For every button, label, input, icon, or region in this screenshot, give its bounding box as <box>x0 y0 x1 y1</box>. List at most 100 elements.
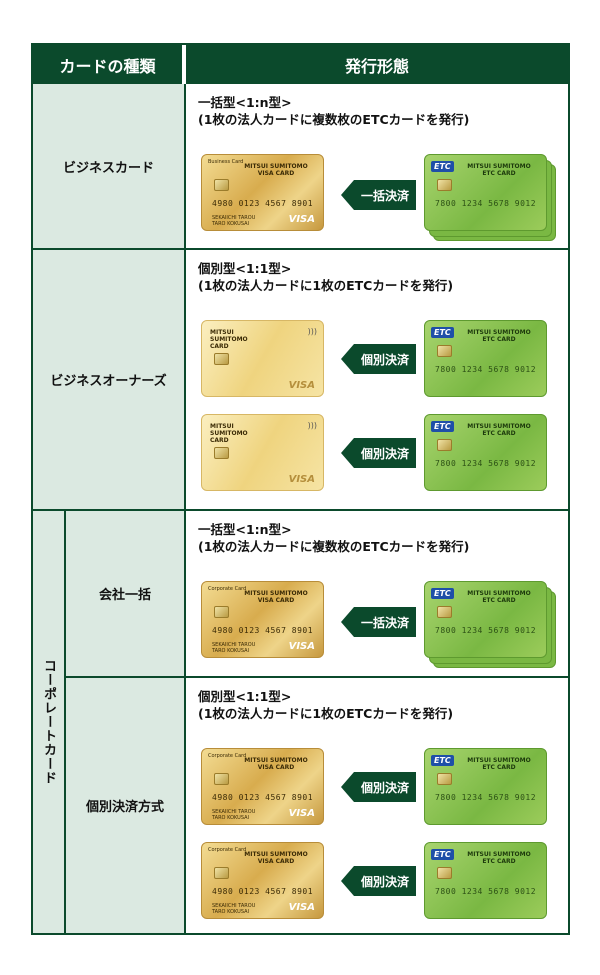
etc-logo: ETC <box>431 421 454 432</box>
row-label-corp-indiv: 個別決済方式 <box>66 678 184 933</box>
contactless-icon: ))) <box>307 421 317 430</box>
owners-type-line: 個別型<1:1型> <box>198 261 292 276</box>
row-label-owners: ビジネスオーナーズ <box>33 250 184 509</box>
card-number: 4980 0123 4567 8901 <box>212 626 314 635</box>
row-divider-3 <box>66 676 568 678</box>
corp-indiv-description: 個別型<1:1型> (1枚の法人カードに1枚のETCカードを発行) <box>198 688 453 722</box>
row-divider-2 <box>33 509 568 511</box>
etc-number: 7800 1234 5678 9012 <box>435 365 537 374</box>
corp-indiv-detail-line: (1枚の法人カードに1枚のETCカードを発行) <box>198 706 454 721</box>
etc-number: 7800 1234 5678 9012 <box>435 459 537 468</box>
business-type-line: 一括型<1:n型> <box>198 95 292 110</box>
chip-icon <box>214 353 229 365</box>
row-corp-indiv-content: 個別型<1:1型> (1枚の法人カードに1枚のETCカードを発行) Corpor… <box>186 678 568 933</box>
arrow-left-icon <box>341 344 354 374</box>
chip-icon <box>437 773 452 785</box>
arrow-left-icon <box>341 772 354 802</box>
arrow-left-icon <box>341 180 354 210</box>
row-label-business: ビジネスカード <box>33 84 184 248</box>
etc-number: 7800 1234 5678 9012 <box>435 626 537 635</box>
owners-description: 個別型<1:1型> (1枚の法人カードに1枚のETCカードを発行) <box>198 260 453 294</box>
etc-number: 7800 1234 5678 9012 <box>435 793 537 802</box>
sub-column-divider <box>64 511 66 933</box>
etc-logo: ETC <box>431 161 454 172</box>
arrow-label: 個別決済 <box>354 438 416 468</box>
individual-arrow-1: 個別決済 <box>341 772 416 802</box>
etc-number: 7800 1234 5678 9012 <box>435 887 537 896</box>
arrow-label: 個別決済 <box>354 772 416 802</box>
card-tag: Business Card <box>208 159 244 165</box>
arrow-label: 個別決済 <box>354 866 416 896</box>
individual-arrow-2: 個別決済 <box>341 866 416 896</box>
chip-icon <box>437 439 452 451</box>
etc-logo: ETC <box>431 588 454 599</box>
visa-logo: VISA <box>288 214 315 225</box>
etc-logo: ETC <box>431 755 454 766</box>
bulk-arrow: 一括決済 <box>341 180 416 210</box>
individual-arrow-1: 個別決済 <box>341 344 416 374</box>
individual-arrow-2: 個別決済 <box>341 438 416 468</box>
row-label-corp-bulk: 会社一括 <box>66 511 184 676</box>
arrow-label: 個別決済 <box>354 344 416 374</box>
corporate-group-text: コーポレートカード <box>41 659 56 785</box>
card-tag: Corporate Card <box>208 753 247 759</box>
etc-logo: ETC <box>431 849 454 860</box>
chip-icon <box>214 606 229 618</box>
bulk-arrow: 一括決済 <box>341 607 416 637</box>
chip-icon <box>437 867 452 879</box>
etc-logo: ETC <box>431 327 454 338</box>
card-number: 4980 0123 4567 8901 <box>212 887 314 896</box>
row-label-corporate-group: コーポレートカード <box>33 511 64 933</box>
corp-bulk-detail-line: (1枚の法人カードに複数枚のETCカードを発行) <box>198 539 470 554</box>
chip-icon <box>214 179 229 191</box>
corp-indiv-type-line: 個別型<1:1型> <box>198 689 292 704</box>
chip-icon <box>437 345 452 357</box>
owners-detail-line: (1枚の法人カードに1枚のETCカードを発行) <box>198 278 454 293</box>
card-number: 4980 0123 4567 8901 <box>212 199 314 208</box>
card-tag: Corporate Card <box>208 847 247 853</box>
visa-logo: VISA <box>288 474 315 485</box>
chip-icon <box>214 773 229 785</box>
row-divider-1 <box>33 248 568 250</box>
row-owners-content: 個別型<1:1型> (1枚の法人カードに1枚のETCカードを発行) MITSUI… <box>186 250 568 509</box>
visa-logo: VISA <box>288 641 315 652</box>
visa-logo: VISA <box>288 380 315 391</box>
arrow-left-icon <box>341 607 354 637</box>
arrow-left-icon <box>341 438 354 468</box>
chip-icon <box>214 447 229 459</box>
business-description: 一括型<1:n型> (1枚の法人カードに複数枚のETCカードを発行) <box>198 94 469 128</box>
etc-number: 7800 1234 5678 9012 <box>435 199 537 208</box>
arrow-label: 一括決済 <box>354 607 416 637</box>
card-issuance-table: カードの種類 発行形態 ビジネスカード ビジネスオーナーズ コーポレートカード … <box>31 43 570 935</box>
row-business-content: 一括型<1:n型> (1枚の法人カードに複数枚のETCカードを発行) Busin… <box>186 84 568 248</box>
card-tag: Corporate Card <box>208 586 247 592</box>
header-card-type: カードの種類 <box>33 45 184 84</box>
row-corp-bulk-content: 一括型<1:n型> (1枚の法人カードに複数枚のETCカードを発行) Corpo… <box>186 511 568 676</box>
arrow-left-icon <box>341 866 354 896</box>
arrow-label: 一括決済 <box>354 180 416 210</box>
header-issuance-type: 発行形態 <box>186 45 568 84</box>
